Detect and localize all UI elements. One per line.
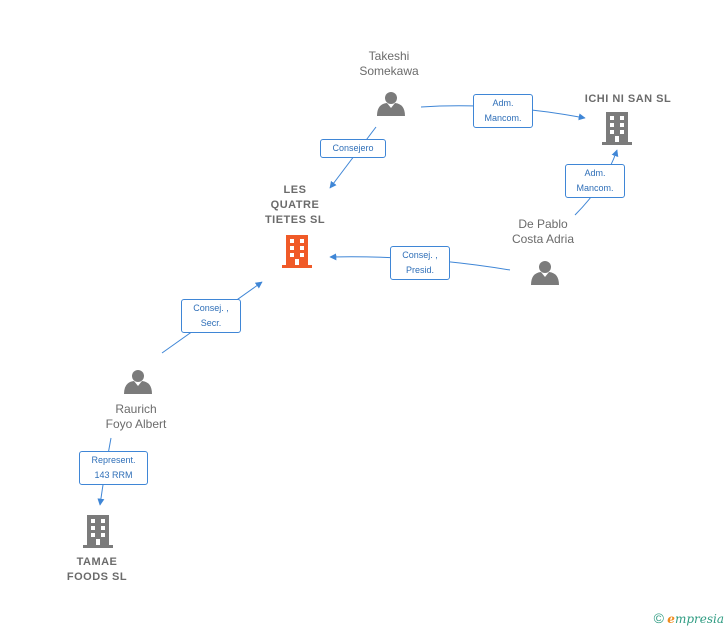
person-label-de-pablo[interactable]: De Pablo Costa Adria — [511, 217, 575, 246]
building-icon[interactable] — [83, 515, 113, 548]
company-label-tamae[interactable]: TAMAE FOODS SL — [66, 556, 128, 583]
edge-label-raurich-lesquatre: Consej. , Secr. — [181, 299, 241, 333]
edge-label-takeshi-lesquatre: Consejero — [320, 139, 386, 158]
person-label-raurich[interactable]: Raurich Foyo Albert — [105, 402, 167, 431]
edge-label-takeshi-ichi: Adm. Mancom. — [473, 94, 533, 128]
company-label-les-quatre[interactable]: LES QUATRE TIETES SL — [264, 184, 326, 226]
building-icon[interactable] — [602, 112, 632, 145]
edge-label-depablo-ichi: Adm. Mancom. — [565, 164, 625, 198]
brand-name: mpresia — [674, 612, 724, 626]
person-icon[interactable] — [124, 370, 152, 394]
copyright-symbol: © — [653, 610, 664, 626]
edge-label-raurich-tamae: Represent. 143 RRM — [79, 451, 148, 485]
brand-e: e — [667, 612, 675, 626]
edge-label-depablo-lesquatre: Consej. , Presid. — [390, 246, 450, 280]
person-icon[interactable] — [377, 92, 405, 116]
focus-building-icon[interactable] — [282, 235, 312, 268]
company-label-ichi[interactable]: ICHI NI SAN SL — [584, 93, 672, 105]
empresia-logo[interactable]: © empresia — [654, 610, 724, 626]
person-icon[interactable] — [531, 261, 559, 285]
person-label-takeshi[interactable]: Takeshi Somekawa — [359, 49, 419, 78]
